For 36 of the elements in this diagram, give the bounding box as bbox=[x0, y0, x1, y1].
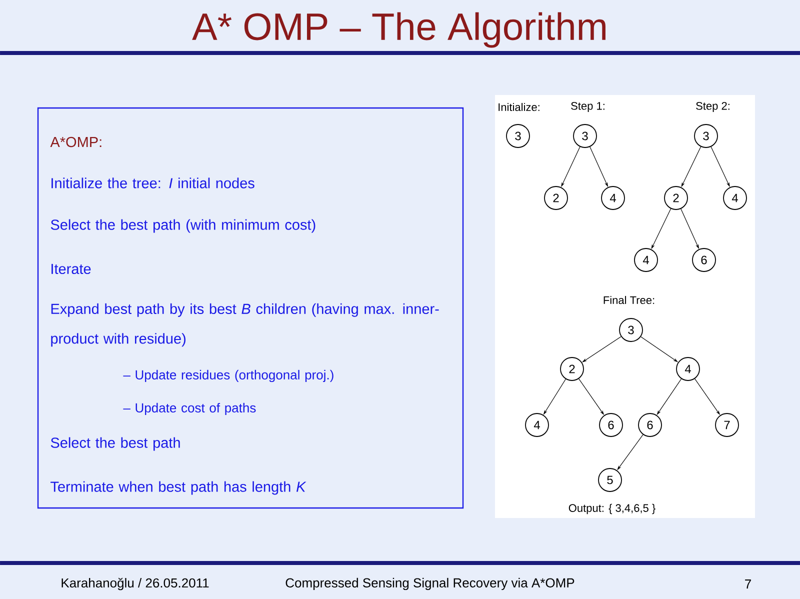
page-number: 7 bbox=[745, 580, 751, 588]
tree-node: 4 bbox=[723, 186, 747, 210]
footer-author: Karahanoğlu / 26.05.2011 bbox=[62, 578, 209, 590]
footer-title: Compressed Sensing Signal Recovery via A*OMP bbox=[286, 578, 574, 590]
list-item: A*OMP: bbox=[50, 136, 102, 148]
step-label: Initialize: bbox=[498, 102, 540, 112]
tree-node: 3 bbox=[506, 124, 530, 148]
tree-node: 3 bbox=[619, 318, 643, 342]
tree-node: 5 bbox=[598, 468, 622, 492]
text-box bbox=[37, 107, 464, 509]
step-label: Step 1: bbox=[571, 102, 604, 112]
step-label: Step 2: bbox=[696, 102, 730, 112]
tree-node: 3 bbox=[694, 124, 718, 148]
list-item: Initialize the tree: I initial nodes bbox=[52, 178, 254, 188]
tree-node: 3 bbox=[573, 124, 597, 148]
tree-node: 2 bbox=[544, 186, 568, 210]
list-item: Iterate bbox=[52, 264, 91, 274]
list-item: Select the best path bbox=[50, 437, 180, 451]
list-item: Select the best path (with minimum cost) bbox=[50, 219, 316, 233]
slide-title: A* OMP – The Algorithm bbox=[192, 12, 606, 48]
list-item: – Update residues (orthogonal proj.) bbox=[123, 370, 334, 382]
tree-node: 4 bbox=[676, 357, 700, 381]
tree-node: 4 bbox=[634, 248, 658, 272]
list-item: Expand best path by its best B children (having max. inner-product with residue) bbox=[51, 303, 439, 347]
step-label: Final Tree: bbox=[604, 296, 654, 304]
tree-node: 2 bbox=[560, 357, 584, 381]
tree-node: 2 bbox=[664, 186, 688, 210]
list-item: – Update cost of paths bbox=[123, 402, 256, 416]
list-item: Terminate when best path has length K bbox=[50, 481, 306, 495]
tree-node: 6 bbox=[599, 413, 623, 437]
tree-node: 6 bbox=[638, 413, 662, 437]
tree-node: 4 bbox=[601, 186, 625, 210]
output-label: Output: { 3,4,6,5 } bbox=[568, 504, 656, 514]
tree-node: 4 bbox=[525, 413, 549, 437]
tree-node: 6 bbox=[692, 248, 716, 272]
tree-node: 7 bbox=[715, 413, 739, 437]
